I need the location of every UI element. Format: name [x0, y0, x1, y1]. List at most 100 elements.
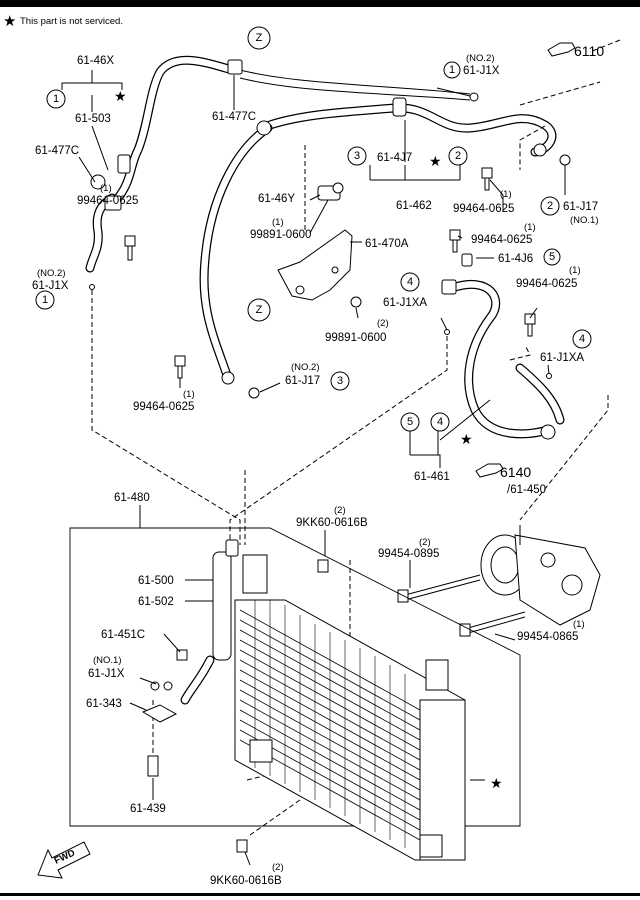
bolt-9kk60-b	[236, 839, 248, 853]
bracket-61-470a	[277, 229, 353, 301]
label-no2-c: (NO.2)	[291, 362, 320, 373]
label-99464-b-qty: (1)	[500, 189, 512, 200]
hose-61-477c-upper	[113, 55, 479, 203]
label-61-503: 61-503	[75, 113, 111, 125]
not-serviced-note: This part is not serviced.	[20, 16, 123, 27]
label-61-462: 61-462	[396, 200, 432, 212]
plate-61-343	[141, 681, 178, 723]
label-99891-b-qty: (2)	[377, 318, 389, 329]
label-61-j17-b: 61-J17	[285, 375, 320, 387]
label-99464-e-qty: (1)	[183, 389, 195, 400]
hose-61-477c-long	[199, 120, 273, 385]
label-61-502: 61-502	[138, 596, 174, 608]
star-marker-icon: ★	[429, 153, 442, 169]
label-99464-d: 99464-0625	[516, 278, 577, 290]
label-61-j1xa-b: 61-J1XA	[540, 352, 584, 364]
fwd-arrow-icon: FWD	[37, 841, 91, 879]
bottom-border-bar	[0, 893, 640, 896]
label-61-j1xa-a: 61-J1XA	[383, 297, 427, 309]
condenser-61-480	[69, 527, 521, 861]
dashed-guide-lines	[91, 39, 621, 836]
label-no2-a: (NO.2)	[37, 268, 66, 279]
leader-lines	[61, 70, 566, 866]
label-9kk60-a-qty: (2)	[334, 505, 346, 516]
label-99464-a-qty: (1)	[100, 183, 112, 194]
label-99891-b: 99891-0600	[325, 332, 386, 344]
label-99891-a-qty: (1)	[272, 217, 284, 228]
label-99454-a-qty: (2)	[419, 537, 431, 548]
label-99464-a: 99464-0625	[77, 195, 138, 207]
bolt-61-439	[147, 755, 159, 777]
star-marker-icon: ★	[460, 431, 473, 447]
label-61-j1x-a: 61-J1X	[32, 280, 69, 292]
circle-number-3-b: 3	[337, 375, 343, 387]
label-99464-b: 99464-0625	[453, 203, 514, 215]
circle-number-1-b: 1	[449, 64, 455, 76]
label-61-343: 61-343	[86, 698, 122, 710]
callout-6110: 6110	[547, 42, 604, 59]
label-61-4j6: 61-4J6	[498, 253, 533, 265]
label-61-j17-a: 61-J17	[563, 201, 598, 213]
circle-letter-z-a: Z	[256, 32, 263, 44]
circle-numbers: 1 1 1 2 2 3 3 4 4 4 5 5 Z Z	[35, 26, 592, 432]
fasteners-upper	[89, 154, 571, 399]
label-no1-b: (NO.1)	[93, 655, 122, 666]
label-no2-b: (NO.2)	[466, 53, 495, 64]
label-61-j1x-c: 61-J1X	[88, 668, 125, 680]
ref-6110: 6110	[574, 43, 604, 59]
circle-number-5-b: 5	[407, 416, 413, 428]
circle-number-3-a: 3	[354, 150, 360, 162]
circle-number-2-b: 2	[547, 200, 553, 212]
label-no1-a: (NO.1)	[570, 215, 599, 226]
ref-61-450: /61-450	[507, 484, 546, 496]
star-marker-icon: ★	[490, 775, 503, 791]
label-61-439: 61-439	[130, 803, 166, 815]
hose-61-503-left	[85, 154, 131, 273]
star-icon: ★	[3, 13, 16, 30]
label-61-477c-a: 61-477C	[35, 145, 79, 157]
receiver-drier-61-500	[212, 539, 268, 661]
circle-number-4-a: 4	[407, 276, 413, 288]
circle-number-4-c: 4	[437, 416, 443, 428]
circle-number-1-c: 1	[42, 294, 48, 306]
label-99464-e: 99464-0625	[133, 401, 194, 413]
label-61-477c-b: 61-477C	[212, 111, 256, 123]
part-labels: 61-46X 61-503 61-477C (1) 99464-0625 (NO…	[32, 53, 599, 887]
label-61-451c: 61-451C	[101, 629, 145, 641]
label-99454-a: 99454-0895	[378, 548, 439, 560]
ref-6140: 6140	[500, 464, 531, 480]
label-99891-a: 99891-0600	[250, 229, 311, 241]
hose-61-462	[265, 97, 557, 157]
label-61-480: 61-480	[114, 492, 150, 504]
hose-61-461	[441, 279, 565, 440]
bolt-head-99454-0865	[459, 623, 471, 637]
label-99464-c: 99464-0625	[471, 234, 532, 246]
compressor-61-450	[480, 525, 601, 626]
circle-number-1-a: 1	[53, 93, 59, 105]
bolt-61-451c	[176, 649, 188, 661]
label-99454-b-qty: (1)	[573, 619, 585, 630]
circle-number-4-b: 4	[579, 333, 585, 345]
label-99464-c-qty: (1)	[524, 222, 536, 233]
label-61-46x: 61-46X	[77, 55, 114, 67]
circle-letter-z-b: Z	[256, 304, 263, 316]
label-61-46y: 61-46Y	[258, 193, 295, 205]
top-border-bar	[0, 0, 640, 7]
label-9kk60-a: 9KK60-0616B	[296, 517, 368, 529]
label-61-500: 61-500	[138, 575, 174, 587]
not-serviced-stars: ★ ★ ★ ★	[114, 88, 503, 791]
bolt-99454-0865	[467, 611, 526, 634]
circle-number-5-a: 5	[549, 251, 555, 263]
pointing-hand-icon	[475, 463, 504, 478]
bolt-9kk60-a	[317, 559, 329, 573]
label-99454-b: 99454-0865	[517, 631, 578, 643]
label-99464-d-qty: (1)	[569, 265, 581, 276]
pointing-hand-icon	[547, 42, 576, 57]
bolt-99454-0895	[404, 574, 481, 601]
callout-6140: 6140 /61-450	[475, 463, 546, 496]
label-9kk60-b-qty: (2)	[272, 862, 284, 873]
label-61-470a: 61-470A	[365, 238, 409, 250]
circle-number-2-a: 2	[455, 150, 461, 162]
label-61-4j7: 61-4J7	[377, 152, 412, 164]
